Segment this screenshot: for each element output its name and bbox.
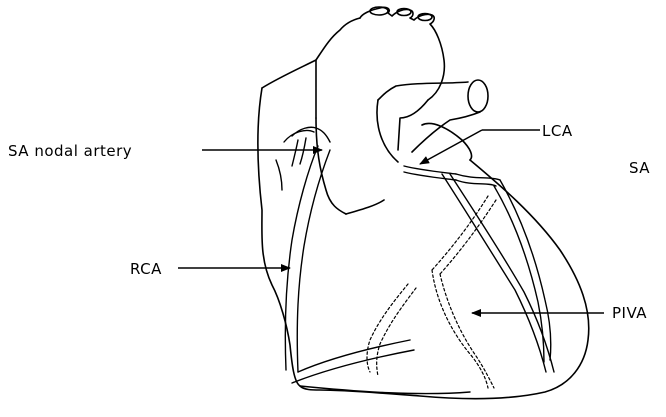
- corner-label: SA: [629, 159, 650, 177]
- lca-vessel: [404, 166, 554, 372]
- piva-label: PIVA: [612, 304, 647, 322]
- lca-label: LCA: [542, 122, 573, 140]
- sa-nodal-artery-label: SA nodal artery: [8, 142, 132, 160]
- heart-outline: [258, 7, 589, 399]
- posterior-vessels-dashed: [367, 196, 496, 388]
- rca-vessel: [285, 146, 470, 394]
- sa-nodal-artery-branches: [276, 127, 330, 190]
- rca-label: RCA: [130, 260, 162, 278]
